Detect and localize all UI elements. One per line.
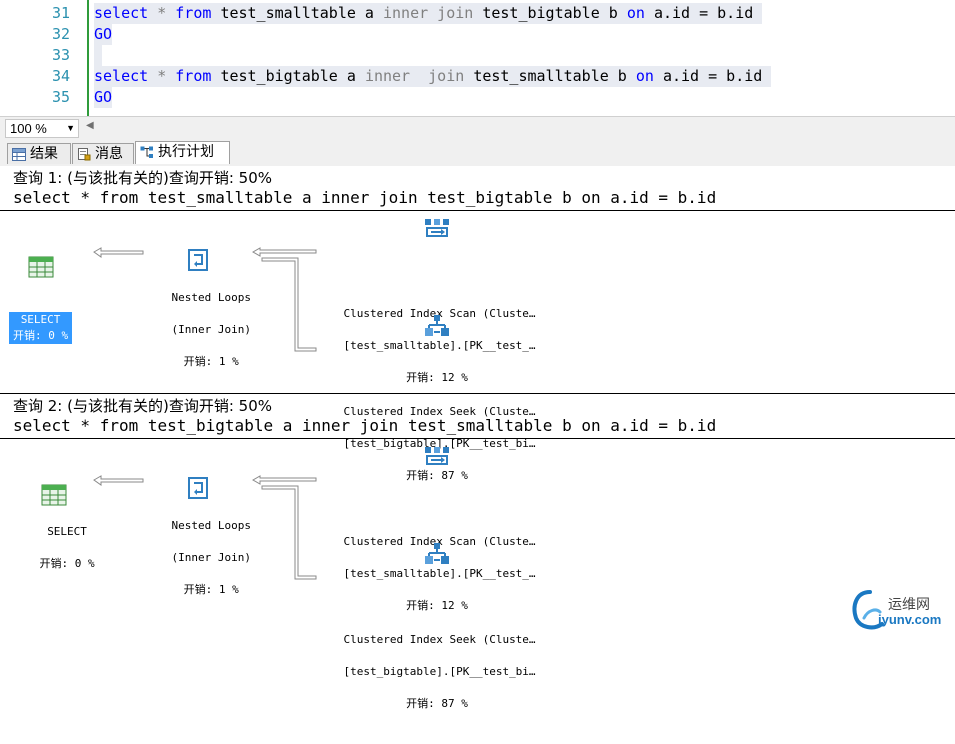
line-number: 32	[51, 25, 70, 43]
select-operator-icon	[28, 256, 54, 278]
node-object: [test_bigtable].[PK__test_bi…	[343, 437, 536, 450]
code-text	[94, 45, 102, 66]
line-number: 34	[51, 67, 70, 85]
keyword: inner join	[383, 4, 474, 22]
code-line-34[interactable]: 34 select * from test_bigtable a inner j…	[0, 66, 955, 87]
code-text[interactable]: select * from test_smalltable a inner jo…	[94, 3, 763, 24]
node-name: Nested Loops	[171, 519, 251, 532]
index-scan-icon	[425, 447, 449, 465]
node-name: SELECT	[47, 525, 87, 538]
results-tab-bar: 结果 消息 执行计划	[0, 139, 955, 167]
query-sql-text: select * from test_bigtable a inner join…	[13, 416, 717, 435]
operator: *	[157, 67, 167, 85]
sql-editor[interactable]: 31 select * from test_smalltable a inner…	[0, 0, 955, 116]
query-2-header: 查询 2: (与该批有关的)查询开销: 50% select * from te…	[0, 394, 955, 439]
plan-connectors	[93, 247, 317, 580]
node-cost: 开销: 12 %	[406, 599, 468, 612]
plan-node-nested-loops[interactable]: Nested Loops (Inner Join) 开销: 1 %	[145, 216, 251, 386]
selected-node-label: SELECT 开销: 0 %	[9, 312, 73, 344]
node-object: [test_bigtable].[PK__test_bi…	[343, 665, 536, 678]
node-cost: 开销: 0 %	[13, 329, 69, 342]
watermark-cn: 运维网	[888, 597, 930, 613]
keyword: from	[175, 67, 212, 85]
node-name: Clustered Index Scan (Cluste…	[343, 535, 536, 548]
message-icon	[78, 148, 91, 161]
query-cost-title: 查询 2: (与该批有关的)查询开销: 50%	[13, 397, 273, 415]
zoom-value: 100 %	[10, 121, 47, 136]
keyword: inner join	[364, 67, 465, 85]
code-line-35[interactable]: 35 GO	[0, 87, 955, 108]
node-cost: 开销: 1 %	[183, 583, 239, 596]
code-line-32[interactable]: 32 GO	[0, 24, 955, 45]
index-seek-icon	[425, 315, 449, 336]
line-number-gutter	[0, 0, 76, 116]
keyword: select	[94, 67, 149, 85]
tab-label: 结果	[30, 146, 58, 162]
plan-node-clustered-index-seek[interactable]: Clustered Index Seek (Cluste… [test_bigt…	[317, 314, 557, 516]
plan-icon	[140, 146, 153, 158]
identifier: a.id = b.id	[662, 67, 763, 85]
node-name: SELECT	[20, 313, 61, 326]
watermark-en: iyunv.com	[878, 612, 942, 627]
select-operator-icon	[41, 484, 67, 506]
node-object: [test_smalltable].[PK__test_…	[343, 339, 536, 352]
node-name: Clustered Index Seek (Cluste…	[343, 405, 536, 418]
query-cost-title: 查询 1: (与该批有关的)查询开销: 50%	[13, 169, 273, 187]
tab-messages[interactable]: 消息	[72, 143, 134, 164]
identifier: test_smalltable b	[473, 67, 627, 85]
keyword: on	[626, 4, 645, 22]
line-number: 33	[51, 46, 70, 64]
tab-results[interactable]: 结果	[7, 143, 71, 164]
plan-node-nested-loops[interactable]: Nested Loops (Inner Join) 开销: 1 %	[145, 444, 251, 614]
nested-loops-icon	[187, 249, 208, 271]
logo-swirl-icon	[852, 590, 884, 630]
node-cost: 开销: 1 %	[183, 355, 239, 368]
node-subtype: (Inner Join)	[171, 323, 251, 336]
line-number: 31	[51, 4, 70, 22]
query-1-header: 查询 1: (与该批有关的)查询开销: 50% select * from te…	[0, 166, 955, 211]
identifier: a.id = b.id	[653, 4, 754, 22]
index-scan-icon	[425, 219, 449, 237]
operator: *	[157, 4, 167, 22]
node-cost: 开销: 12 %	[406, 371, 468, 384]
node-object: [test_smalltable].[PK__test_…	[343, 567, 536, 580]
node-cost: 开销: 87 %	[406, 469, 468, 482]
line-number: 35	[51, 88, 70, 106]
query-sql-text: select * from test_smalltable a inner jo…	[13, 188, 717, 207]
zoom-bar: 100 % ▼ ◀	[0, 116, 955, 139]
tab-label: 执行计划	[158, 144, 214, 160]
keyword: from	[175, 4, 212, 22]
identifier: test_smalltable a	[220, 4, 374, 22]
plan-node-clustered-index-scan[interactable]: Clustered Index Scan (Cluste… [test_smal…	[317, 444, 557, 646]
change-tracking-bar	[87, 0, 89, 116]
identifier: test_bigtable b	[482, 4, 618, 22]
node-cost: 开销: 0 %	[39, 557, 95, 570]
code-line-33[interactable]: 33	[0, 45, 955, 66]
grid-icon	[12, 148, 26, 161]
query-separator	[0, 393, 955, 394]
node-subtype: (Inner Join)	[171, 551, 251, 564]
keyword: select	[94, 4, 149, 22]
plan-node-select[interactable]: SELECT 开销: 0 %	[13, 452, 95, 588]
code-line-31[interactable]: 31 select * from test_smalltable a inner…	[0, 3, 955, 24]
code-text[interactable]: select * from test_bigtable a inner join…	[94, 66, 772, 87]
index-seek-icon	[425, 543, 449, 564]
execution-plan-pane[interactable]: 查询 1: (与该批有关的)查询开销: 50% select * from te…	[0, 166, 955, 710]
plan-node-clustered-index-seek[interactable]: Clustered Index Seek (Cluste… [test_bigt…	[317, 542, 557, 744]
go-keyword: GO	[94, 24, 113, 45]
zoom-select[interactable]: 100 % ▼	[5, 119, 79, 138]
tab-execution-plan[interactable]: 执行计划	[135, 141, 230, 164]
tab-label: 消息	[95, 146, 123, 162]
watermark-logo: 运维网 iyunv.com	[850, 586, 955, 635]
node-name: Nested Loops	[171, 291, 251, 304]
plan-node-select[interactable]: SELECT 开销: 0 %	[9, 224, 73, 376]
nested-loops-icon	[187, 477, 208, 499]
scroll-left-arrow-icon[interactable]: ◀	[86, 120, 94, 131]
node-cost: 开销: 87 %	[406, 697, 468, 710]
identifier: test_bigtable a	[220, 67, 356, 85]
keyword: on	[635, 67, 654, 85]
chevron-down-icon[interactable]: ▼	[66, 123, 75, 133]
go-keyword: GO	[94, 87, 113, 108]
